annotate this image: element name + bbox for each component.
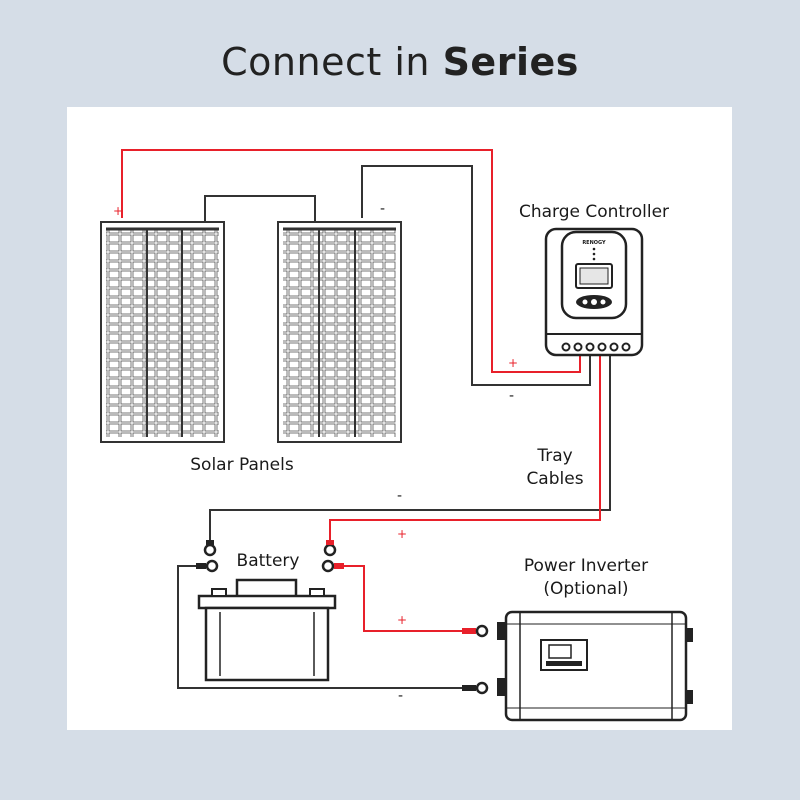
title-prefix: Connect in (221, 40, 443, 84)
battery-negative-ring-2-icon (196, 559, 219, 573)
controller-brand: RENOGY (582, 240, 606, 246)
polarity-plus-battery: + (397, 527, 407, 541)
label-power-inverter: Power Inverter (524, 556, 648, 576)
label-battery: Battery (237, 551, 300, 571)
label-charge-controller: Charge Controller (519, 202, 669, 222)
battery-negative-ring-icon (203, 540, 217, 557)
label-tray: Tray (536, 446, 572, 466)
inverter-positive-ring-icon (462, 624, 489, 638)
wire-battery-positive (329, 356, 601, 542)
wire-battery-negative (209, 356, 611, 542)
polarity-minus-controller: - (509, 388, 514, 404)
label-solar-panels: Solar Panels (190, 455, 294, 475)
solar-panel-2 (277, 221, 402, 443)
polarity-minus-battery: - (397, 488, 402, 504)
polarity-plus-controller: + (508, 356, 518, 370)
power-inverter (497, 610, 693, 722)
wire-panel-negative (361, 165, 591, 386)
battery-positive-ring-2-icon (321, 559, 344, 573)
title-emphasis: Series (442, 40, 579, 84)
charge-controller: RENOGY (544, 227, 644, 357)
battery (197, 578, 337, 682)
polarity-minus-panel: - (380, 201, 385, 217)
battery-positive-ring-icon (323, 540, 337, 557)
wire-panel-positive (121, 149, 581, 373)
inverter-negative-ring-icon (462, 681, 489, 695)
label-optional: (Optional) (543, 579, 628, 599)
wire-inverter-negative (177, 565, 462, 689)
polarity-minus-inverter: - (398, 688, 403, 704)
page-title: Connect in Series (0, 40, 800, 84)
polarity-plus-inverter: + (397, 613, 407, 627)
solar-panel-1 (100, 221, 225, 443)
polarity-plus-panel: + (113, 204, 123, 218)
label-cables: Cables (526, 469, 583, 489)
wire-series-link (204, 195, 316, 222)
wire-inverter-positive (340, 565, 462, 632)
